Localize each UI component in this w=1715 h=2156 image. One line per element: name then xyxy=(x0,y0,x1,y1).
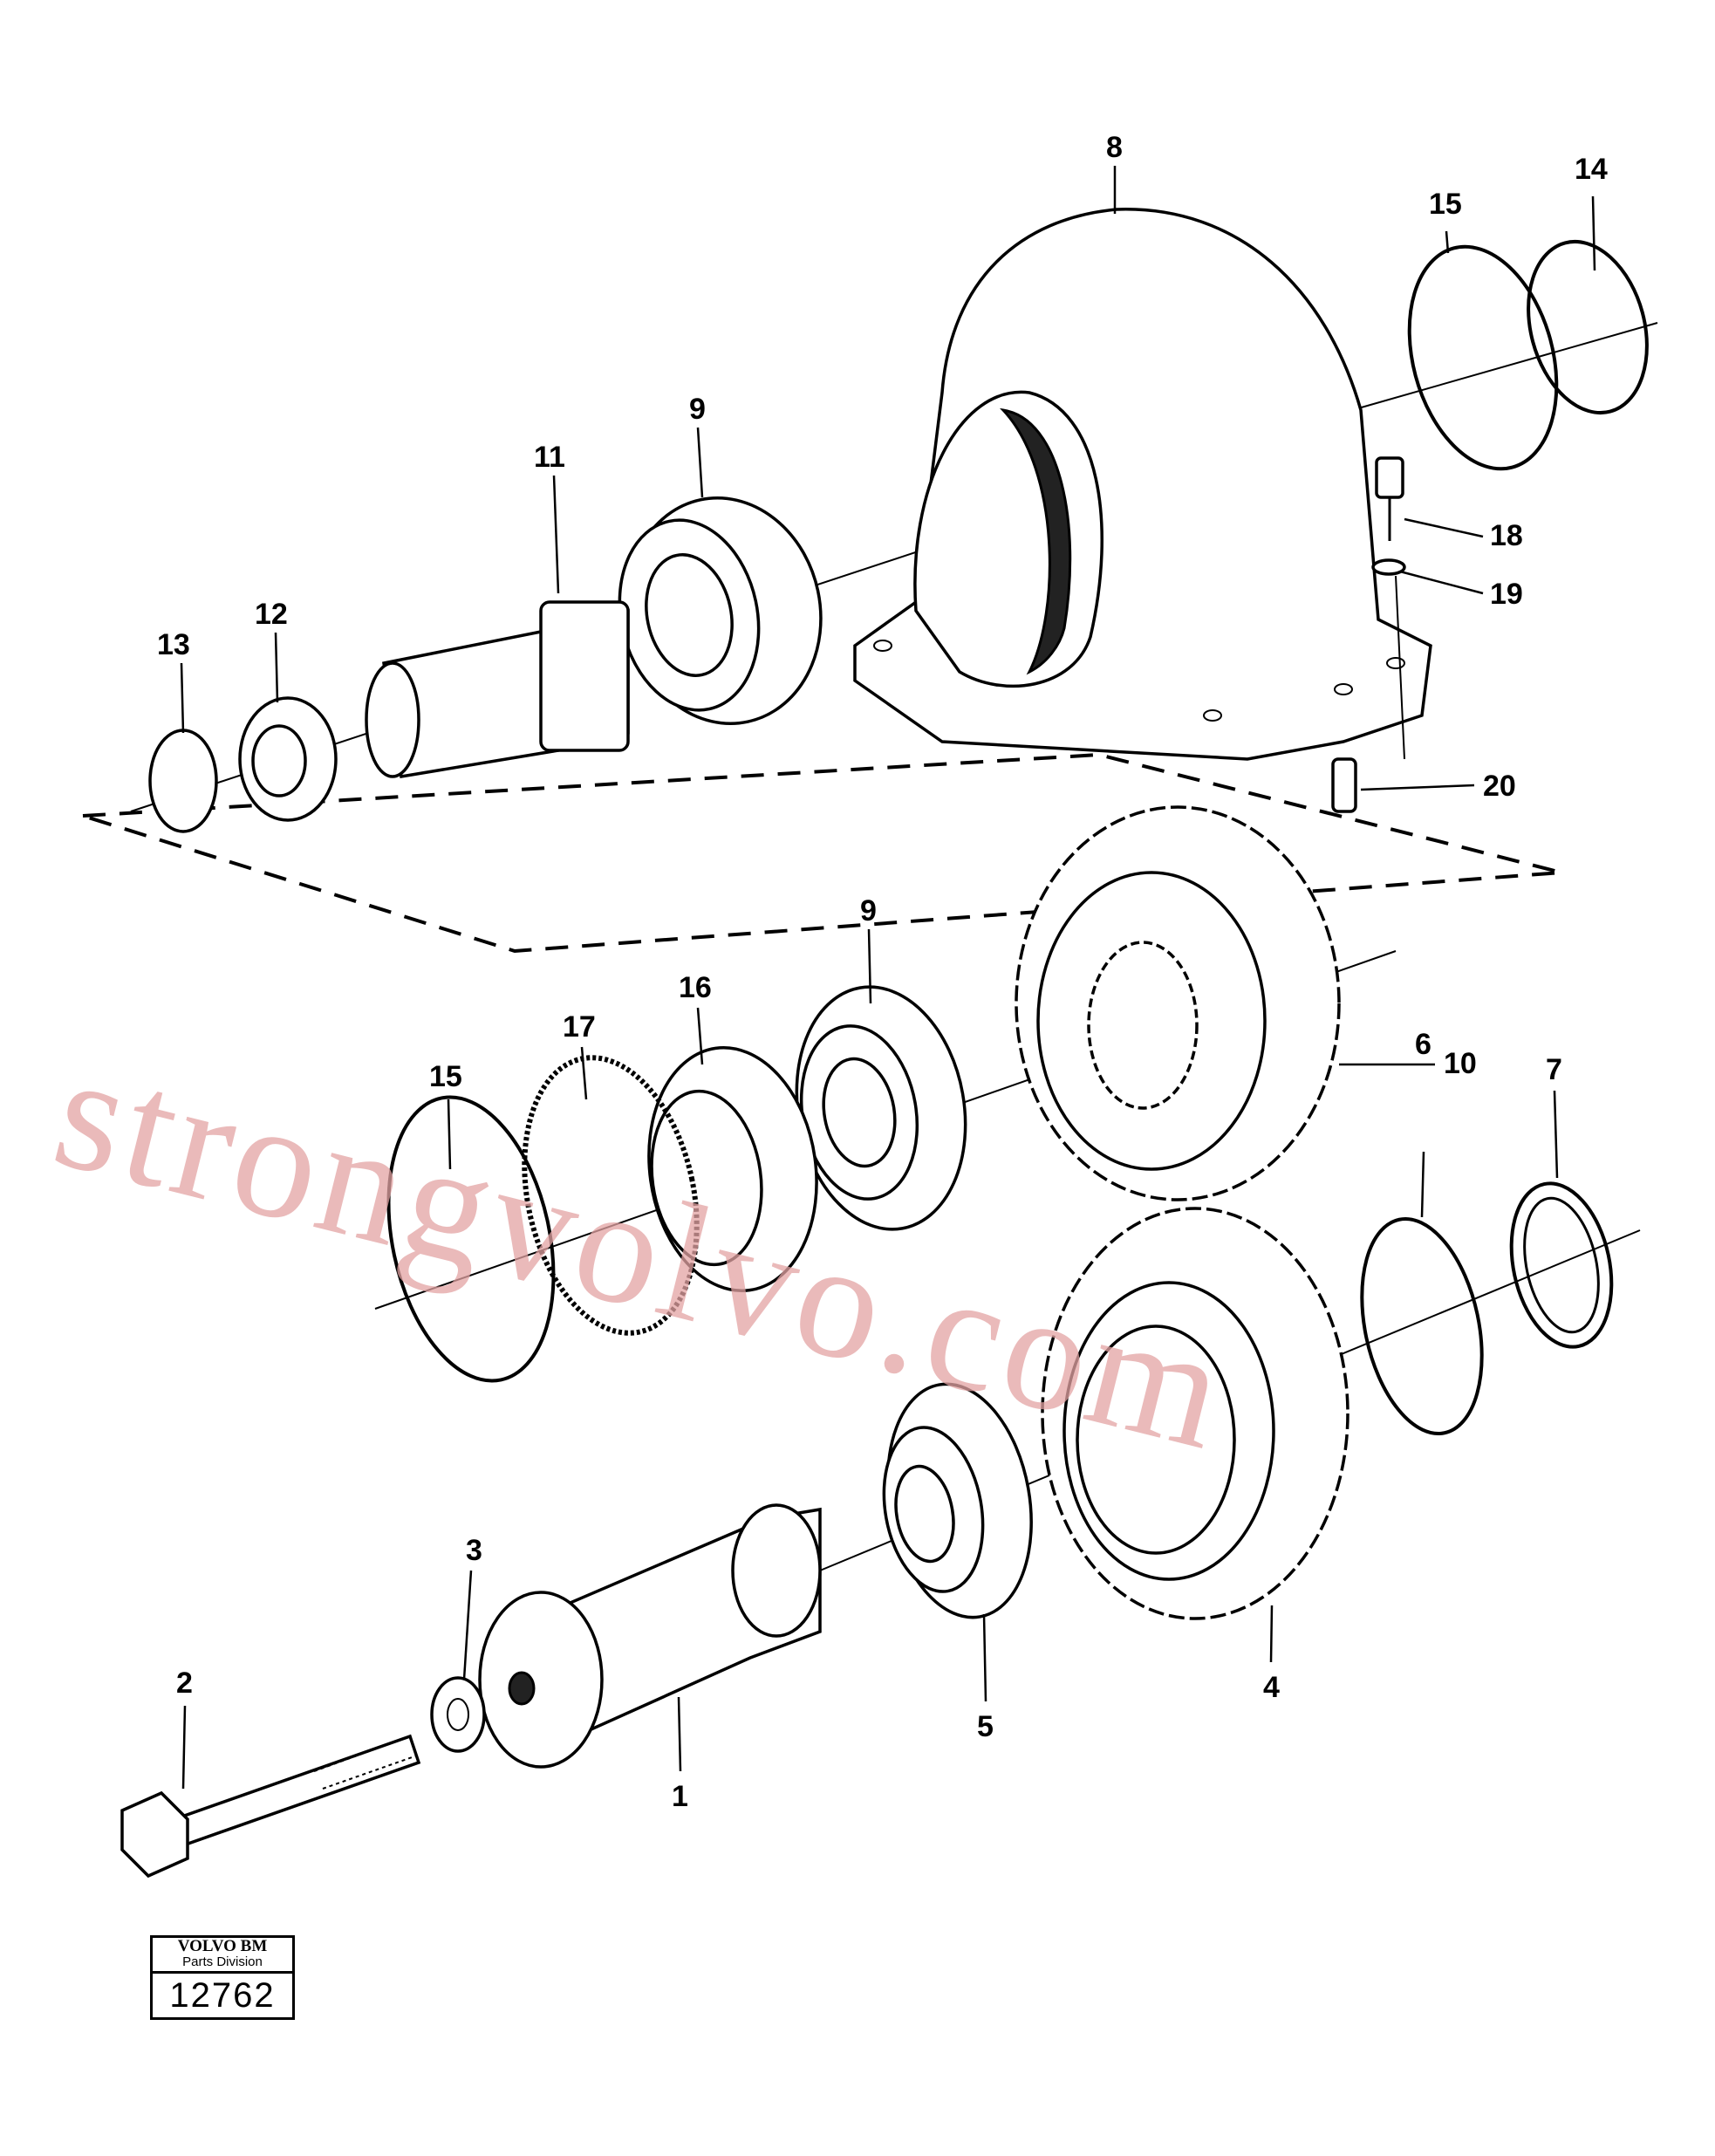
callout-labels: 1 2 3 4 5 6 7 8 9 9 10 11 12 13 14 15 15… xyxy=(157,131,1608,1813)
callout-label: 14 xyxy=(1575,153,1608,186)
snap-ring-upper xyxy=(148,729,218,833)
stamp-number: 12762 xyxy=(169,1976,276,2015)
middle-ball-bearing xyxy=(795,985,967,1231)
callout-label: 19 xyxy=(1490,578,1523,611)
callout-label: 6 xyxy=(1415,1028,1431,1061)
callout-label: 5 xyxy=(977,1710,994,1743)
retaining-ring-15-upper xyxy=(1407,244,1559,471)
leader-lines xyxy=(180,166,1596,1790)
dowel-pin xyxy=(1331,757,1357,813)
hex-bolt xyxy=(120,1734,421,1879)
small-washer xyxy=(1371,558,1406,576)
seal-carrier xyxy=(647,1045,818,1293)
callout-label: 3 xyxy=(466,1534,482,1567)
stamp-division: Parts Division xyxy=(153,1955,292,1974)
retaining-ring-14 xyxy=(1527,239,1649,415)
idler-shaft xyxy=(478,1503,822,1769)
callout-label: 1 xyxy=(672,1780,688,1813)
washer-3-hole xyxy=(447,1698,469,1731)
callout-label: 16 xyxy=(679,971,712,1004)
thrust-washer-7-inner xyxy=(1523,1196,1600,1334)
callout-label: 9 xyxy=(860,894,877,927)
thrust-washer-7 xyxy=(1509,1181,1614,1349)
small-bolt xyxy=(1375,456,1404,541)
pin-axis xyxy=(1395,575,1405,760)
stamp-brand: VOLVO BM xyxy=(177,1937,268,1955)
parts-division-stamp: VOLVO BM Parts Division 12762 xyxy=(150,1935,295,2020)
callout-label: 15 xyxy=(1429,188,1462,221)
callout-label: 15 xyxy=(429,1060,462,1093)
callout-label: 18 xyxy=(1490,519,1523,552)
splined-shaft xyxy=(365,600,630,779)
callout-label: 17 xyxy=(563,1010,596,1044)
lower-spur-gear xyxy=(1041,1207,1349,1620)
callout-label: 9 xyxy=(689,393,706,426)
upper-ball-bearing xyxy=(618,496,823,725)
lower-roller-bearing xyxy=(882,1382,1033,1619)
callout-label: 2 xyxy=(176,1667,193,1700)
callout-label: 8 xyxy=(1106,131,1123,164)
callout-label: 12 xyxy=(255,598,288,631)
bearing-housing xyxy=(853,208,1432,761)
callout-label: 7 xyxy=(1546,1053,1562,1086)
callout-label: 20 xyxy=(1483,770,1516,803)
callout-label: 10 xyxy=(1444,1047,1477,1080)
snap-ring-6 xyxy=(1360,1216,1484,1436)
large-splined-gear xyxy=(1015,805,1341,1201)
small-spur-gear xyxy=(238,696,338,822)
o-ring xyxy=(522,1055,700,1336)
group-outline-dashed xyxy=(82,752,1562,954)
ring-axis-line xyxy=(1351,322,1658,411)
retaining-ring-15-lower xyxy=(386,1095,556,1383)
callout-label: 4 xyxy=(1263,1671,1280,1704)
washer-3 xyxy=(430,1676,486,1753)
callout-label: 13 xyxy=(157,628,190,661)
callout-label: 11 xyxy=(534,441,565,474)
